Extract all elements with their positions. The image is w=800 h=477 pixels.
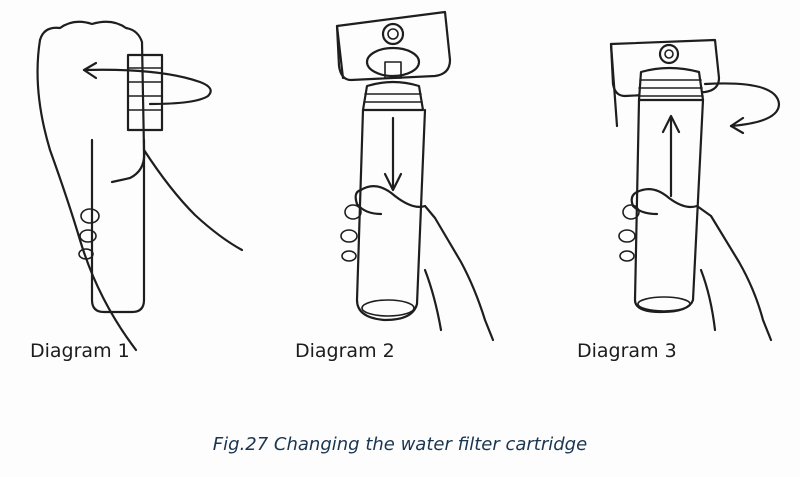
diagram-3-panel: Diagram 3 — [565, 0, 800, 380]
cartridge-insertion-icon — [609, 38, 781, 342]
diagram-2-panel: Diagram 2 — [285, 0, 515, 380]
cartridge-removal-icon — [335, 10, 495, 342]
diagram-1-label: Diagram 1 — [30, 340, 130, 362]
diagram-2-label: Diagram 2 — [295, 340, 395, 362]
figure-caption: Fig.27 Changing the water filter cartrid… — [212, 434, 588, 455]
diagram-1-panel: Diagram 1 — [20, 0, 250, 380]
diagram-3-label: Diagram 3 — [577, 340, 677, 362]
hand-unscrewing-cap-icon — [36, 20, 244, 352]
